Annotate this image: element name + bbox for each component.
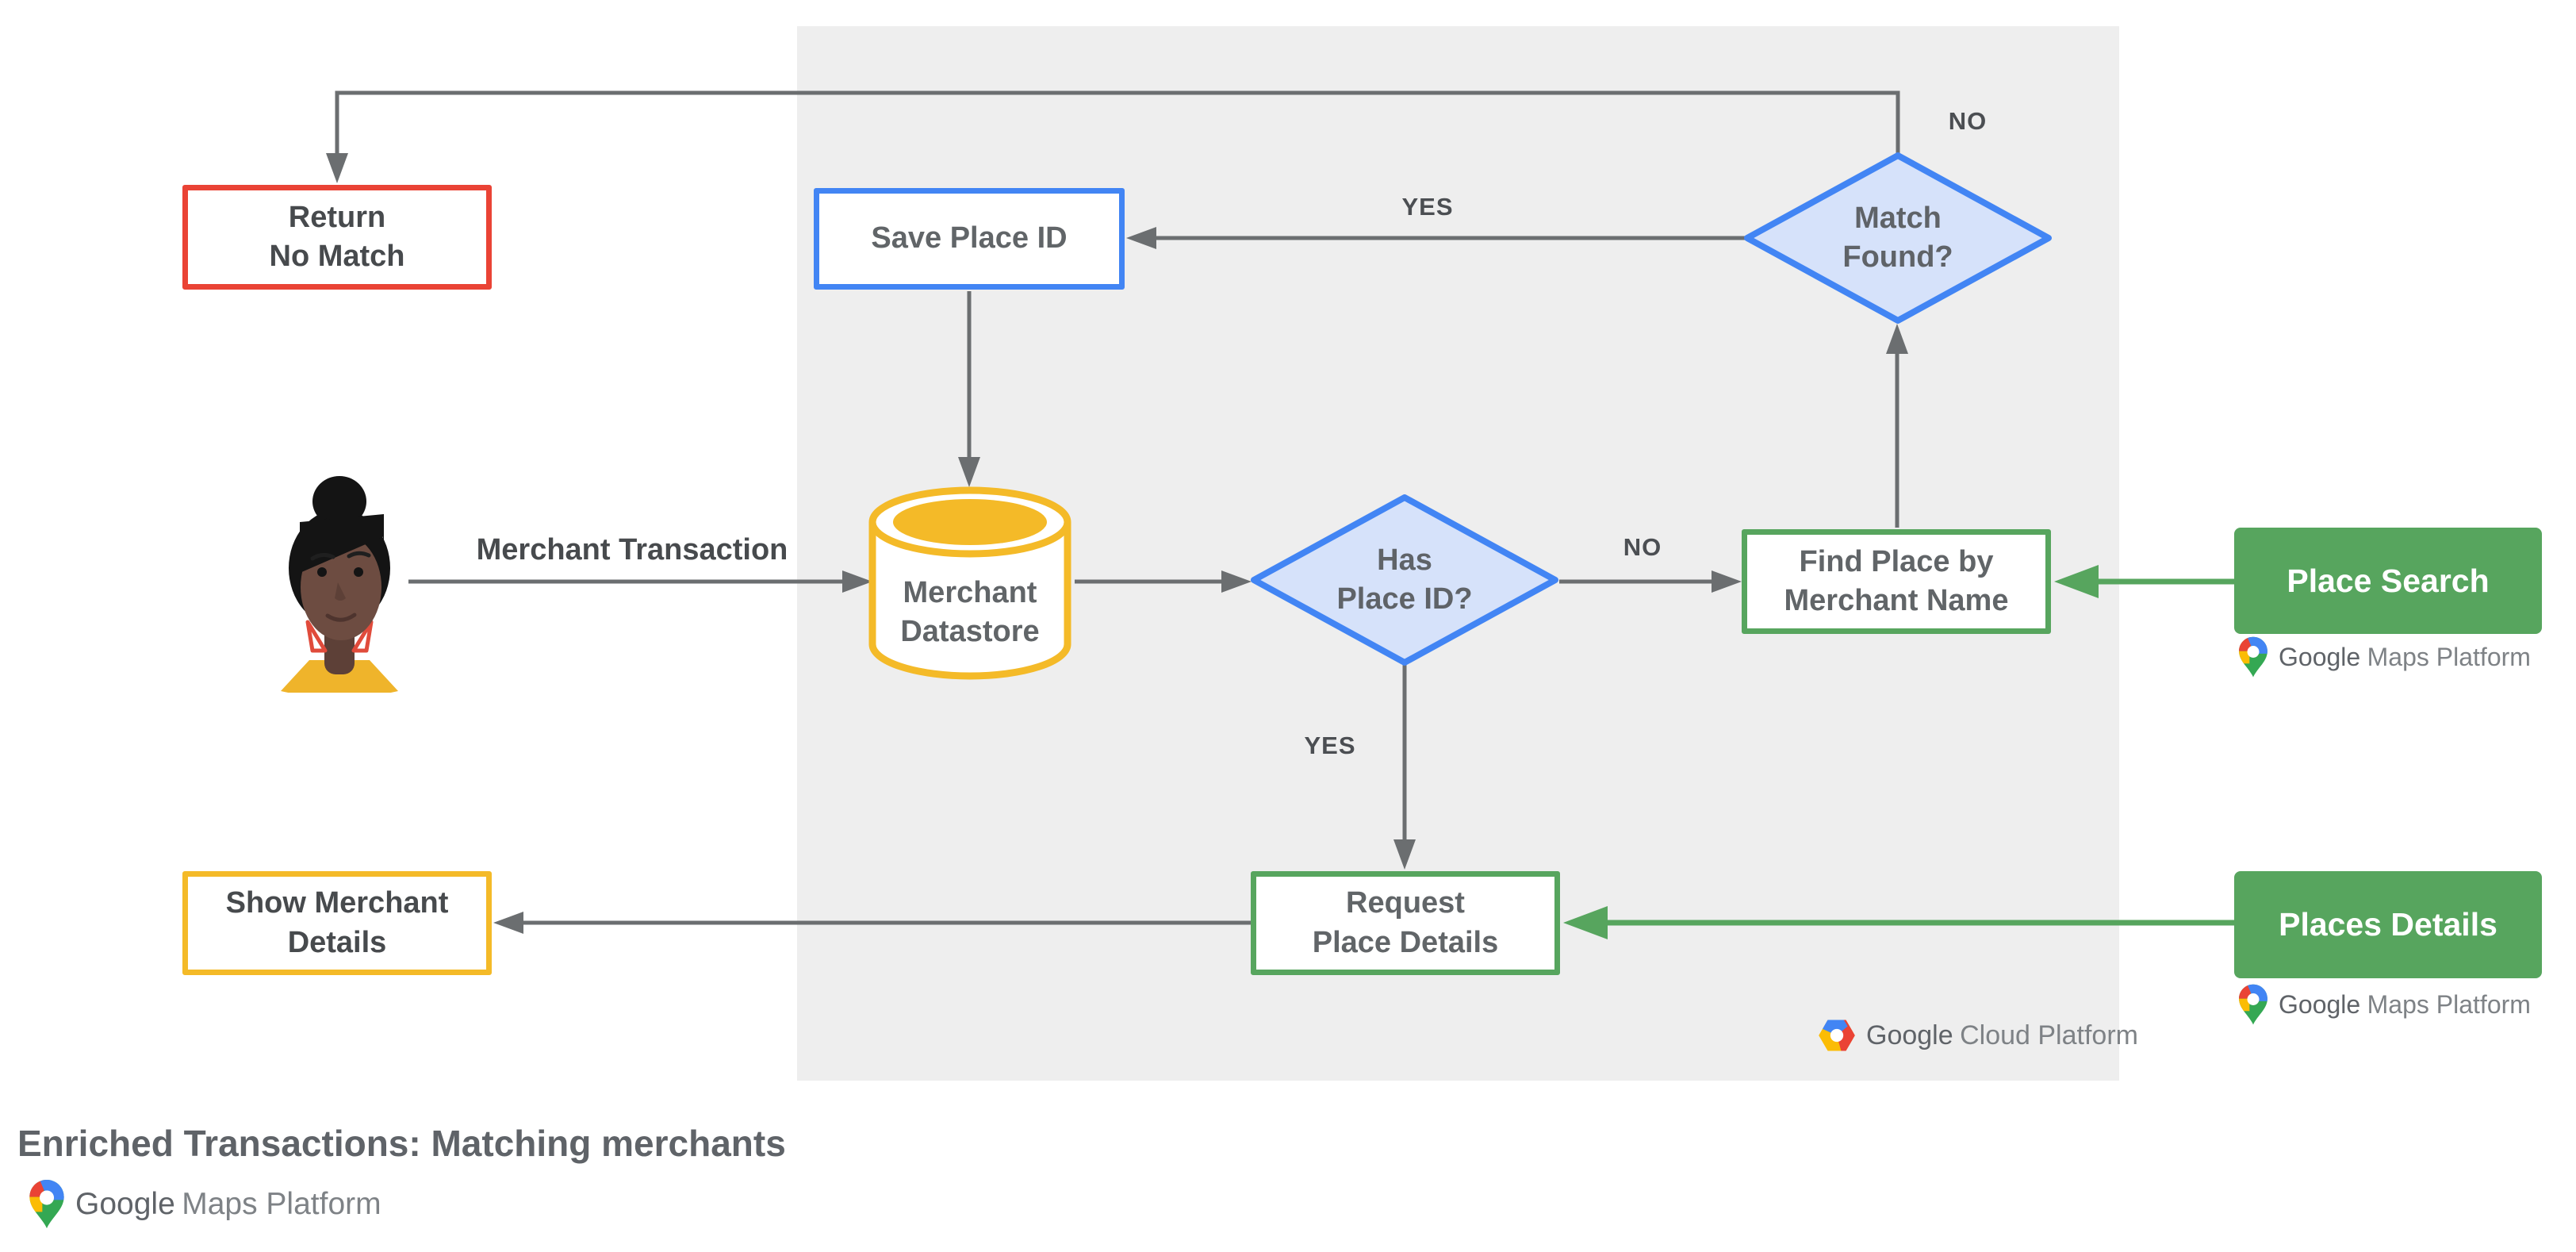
logo-maps-platform-text: Maps Platform — [2367, 643, 2531, 671]
node-places-details-label: Places Details — [2279, 906, 2497, 943]
node-merchant-datastore: Merchant Datastore — [864, 484, 1076, 682]
gray-edges — [335, 90, 1900, 925]
diamond-shape — [1744, 152, 2052, 324]
node-request-place-details: Request Place Details — [1251, 871, 1560, 975]
logo-maps-platform-text: Maps Platform — [2367, 990, 2531, 1019]
node-find-place-by-merchant-name: Find Place by Merchant Name — [1742, 529, 2051, 634]
gcp-lockup: Google Cloud Platform — [1818, 1019, 2138, 1052]
logo-google-text: Google — [2279, 643, 2361, 671]
node-place-search-label: Place Search — [2287, 562, 2490, 599]
logo-cloud-platform-text: Cloud Platform — [1960, 1020, 2138, 1050]
has-place-id-no-label: NO — [1623, 533, 1662, 561]
logo-google-text: Google — [75, 1187, 175, 1221]
node-show-merchant-details: Show Merchant Details — [182, 871, 492, 975]
node-places-details: Places Details — [2234, 871, 2542, 978]
node-return-no-match: Return No Match — [182, 185, 492, 290]
node-save-place-id-label: Save Place ID — [871, 221, 1068, 255]
maps-pin-icon — [29, 1179, 64, 1229]
cloud-hexagon-icon — [1819, 1020, 1855, 1051]
maps-pin-icon — [2239, 636, 2267, 678]
page-title: Enriched Transactions: Matching merchant… — [17, 1123, 786, 1164]
match-found-no-label: NO — [1948, 107, 1988, 135]
maps-pin-icon — [2239, 984, 2267, 1025]
green-edges — [1606, 578, 2234, 926]
gray-arrowheads — [326, 153, 1908, 934]
node-has-place-id-label: Has Place ID? — [1336, 543, 1473, 616]
diamond-shape — [1251, 494, 1558, 666]
node-has-place-id: Has Place ID? — [1248, 493, 1561, 667]
gmp-lockup-place-search: Google Maps Platform — [2238, 636, 2531, 678]
logo-google-text: Google — [1866, 1020, 1953, 1050]
node-return-no-match-label: Return No Match — [269, 200, 405, 273]
match-found-yes-label: YES — [1401, 193, 1454, 221]
edge-matchfound-no-to-return — [335, 90, 1900, 156]
node-show-merchant-details-label: Show Merchant Details — [225, 886, 449, 959]
green-arrowheads — [1563, 565, 2099, 939]
node-request-place-details-label: Request Place Details — [1312, 886, 1499, 959]
node-merchant-datastore-label: Merchant Datastore — [900, 575, 1040, 648]
has-place-id-yes-label: YES — [1304, 732, 1356, 759]
gmp-lockup-footer: Google Maps Platform — [29, 1179, 381, 1230]
node-save-place-id: Save Place ID — [814, 188, 1125, 290]
logo-google-text: Google — [2279, 990, 2361, 1019]
gmp-lockup-places-details: Google Maps Platform — [2238, 984, 2531, 1026]
node-find-place-label: Find Place by Merchant Name — [1784, 544, 2009, 617]
node-place-search: Place Search — [2234, 528, 2542, 634]
merchant-transaction-label: Merchant Transaction — [476, 533, 788, 566]
node-match-found-label: Match Found? — [1842, 201, 1953, 274]
logo-maps-platform-text: Maps Platform — [182, 1187, 381, 1221]
user-avatar — [281, 476, 398, 693]
datastore-cylinder-shape — [868, 486, 1071, 680]
node-match-found: Match Found? — [1742, 151, 2054, 325]
